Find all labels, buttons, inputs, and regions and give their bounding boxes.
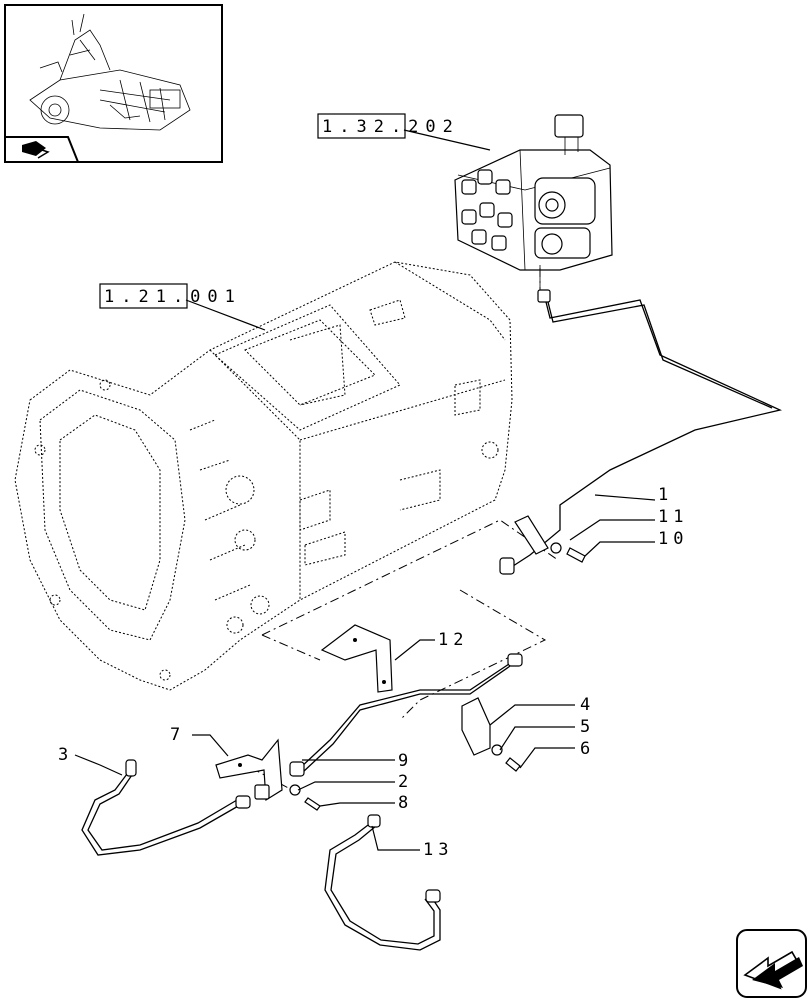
callout-5: 5 (580, 717, 595, 737)
bracket-7 (215, 738, 283, 802)
pipe-9 (289, 653, 523, 777)
previous-page-button[interactable] (736, 929, 807, 998)
pipe-1 (499, 289, 782, 575)
callout-7: 7 (170, 725, 185, 745)
callout-6: 6 (580, 739, 595, 759)
callout-10: 10 (658, 529, 688, 549)
hose-3 (81, 759, 270, 856)
previous-page-arrow-icon (743, 950, 803, 990)
callout-3: 3 (58, 745, 73, 765)
callout-8: 8 (398, 793, 413, 813)
washer-screw-2-8 (289, 784, 321, 811)
bracket-12 (320, 624, 393, 693)
reference-1-21-001-label: 1.21.001 (104, 287, 242, 307)
leader-lines (74, 494, 656, 851)
reference-1-32-202-label: 1.32.202 (322, 117, 460, 137)
callout-1: 1 (658, 485, 673, 505)
thumbnail-overview[interactable] (4, 4, 223, 163)
tractor-thumbnail-icon (29, 13, 191, 131)
callout-11: 11 (658, 507, 688, 527)
book-arrow-icon (4, 136, 80, 163)
callout-labels: 1 11 10 12 4 5 6 7 9 3 2 8 13 (58, 485, 688, 860)
bracket-4 (461, 697, 521, 772)
transmission-housing (14, 261, 513, 691)
reference-1-32-202[interactable]: 1.32.202 (317, 113, 491, 151)
pipe-clamp-upper (514, 515, 586, 563)
callout-4: 4 (580, 695, 595, 715)
callout-9: 9 (398, 751, 413, 771)
reference-1-21-001[interactable]: 1.21.001 (99, 283, 266, 331)
hose-13 (324, 814, 441, 951)
callout-2: 2 (398, 772, 413, 792)
callout-13: 13 (423, 840, 453, 860)
dash-dot-frame (261, 519, 559, 721)
callout-12: 12 (438, 630, 468, 650)
valve-block (454, 114, 613, 290)
